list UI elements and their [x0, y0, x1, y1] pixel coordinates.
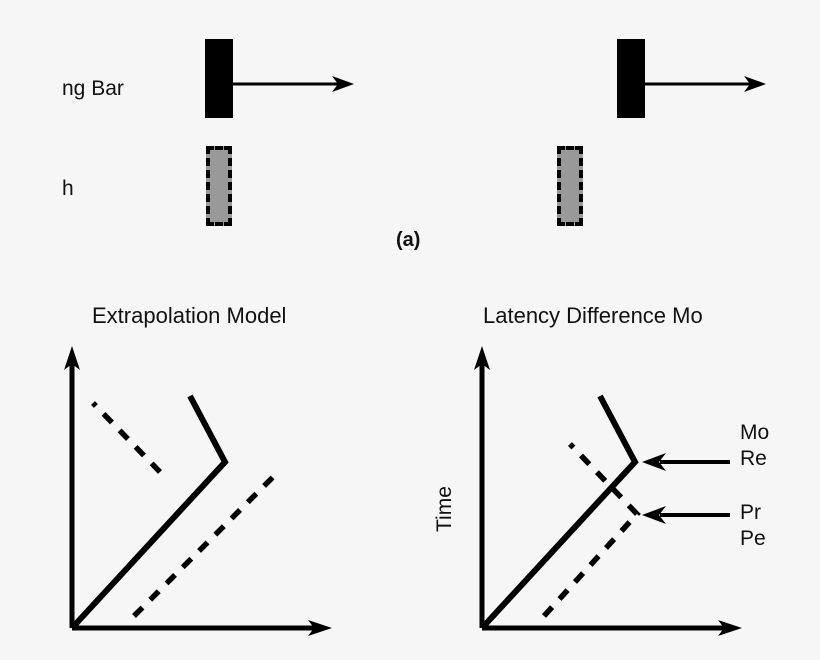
condition-aligned [0, 0, 410, 270]
axis-y [64, 346, 80, 628]
row-label-flash: h [62, 177, 74, 200]
chart-latency-difference: Latency Difference Mo Time [410, 270, 820, 660]
motion-arrow [640, 76, 766, 92]
chart-title: Latency Difference Mo [483, 303, 703, 328]
row-label-moving-bar: ng Bar [62, 77, 124, 100]
chart-plot-area [64, 346, 332, 636]
moving-bar [617, 39, 645, 118]
moving-bar [205, 39, 233, 118]
chart-title: Extrapolation Model [92, 303, 287, 328]
axis-x [72, 620, 332, 636]
motion-arrow [228, 76, 354, 92]
series-dashed-lower [132, 468, 282, 618]
annotation-arrow-probe-perceived [642, 506, 730, 524]
chart-plot-area [474, 346, 742, 636]
panel-b: Extrapolation Model [0, 270, 820, 660]
panel-a: ng Bar h (a) [0, 0, 820, 270]
series-dashed-upper [91, 401, 162, 474]
annotation-arrow-motion-response [642, 453, 730, 471]
annotation-line-2: Re [740, 446, 767, 470]
series-motion-response [479, 394, 639, 631]
annotation-label-probe-perceived: Pr Pe [740, 500, 766, 551]
annotation-line-1: Mo [740, 421, 770, 444]
series-solid-trajectory [69, 394, 229, 631]
annotation-label-motion-response: Mo Re [740, 420, 769, 471]
flash-bar [557, 146, 583, 226]
axis-y [474, 346, 490, 628]
flash-bar [206, 146, 232, 226]
chart-extrapolation: Extrapolation Model [0, 270, 410, 660]
axis-x [482, 620, 742, 636]
condition-lagging [410, 0, 820, 270]
annotation-line-2: Pe [740, 526, 766, 550]
series-probe-perceived [541, 442, 641, 618]
annotation-line-1: Pr [740, 501, 761, 524]
panel-letter-a: (a) [396, 229, 421, 251]
